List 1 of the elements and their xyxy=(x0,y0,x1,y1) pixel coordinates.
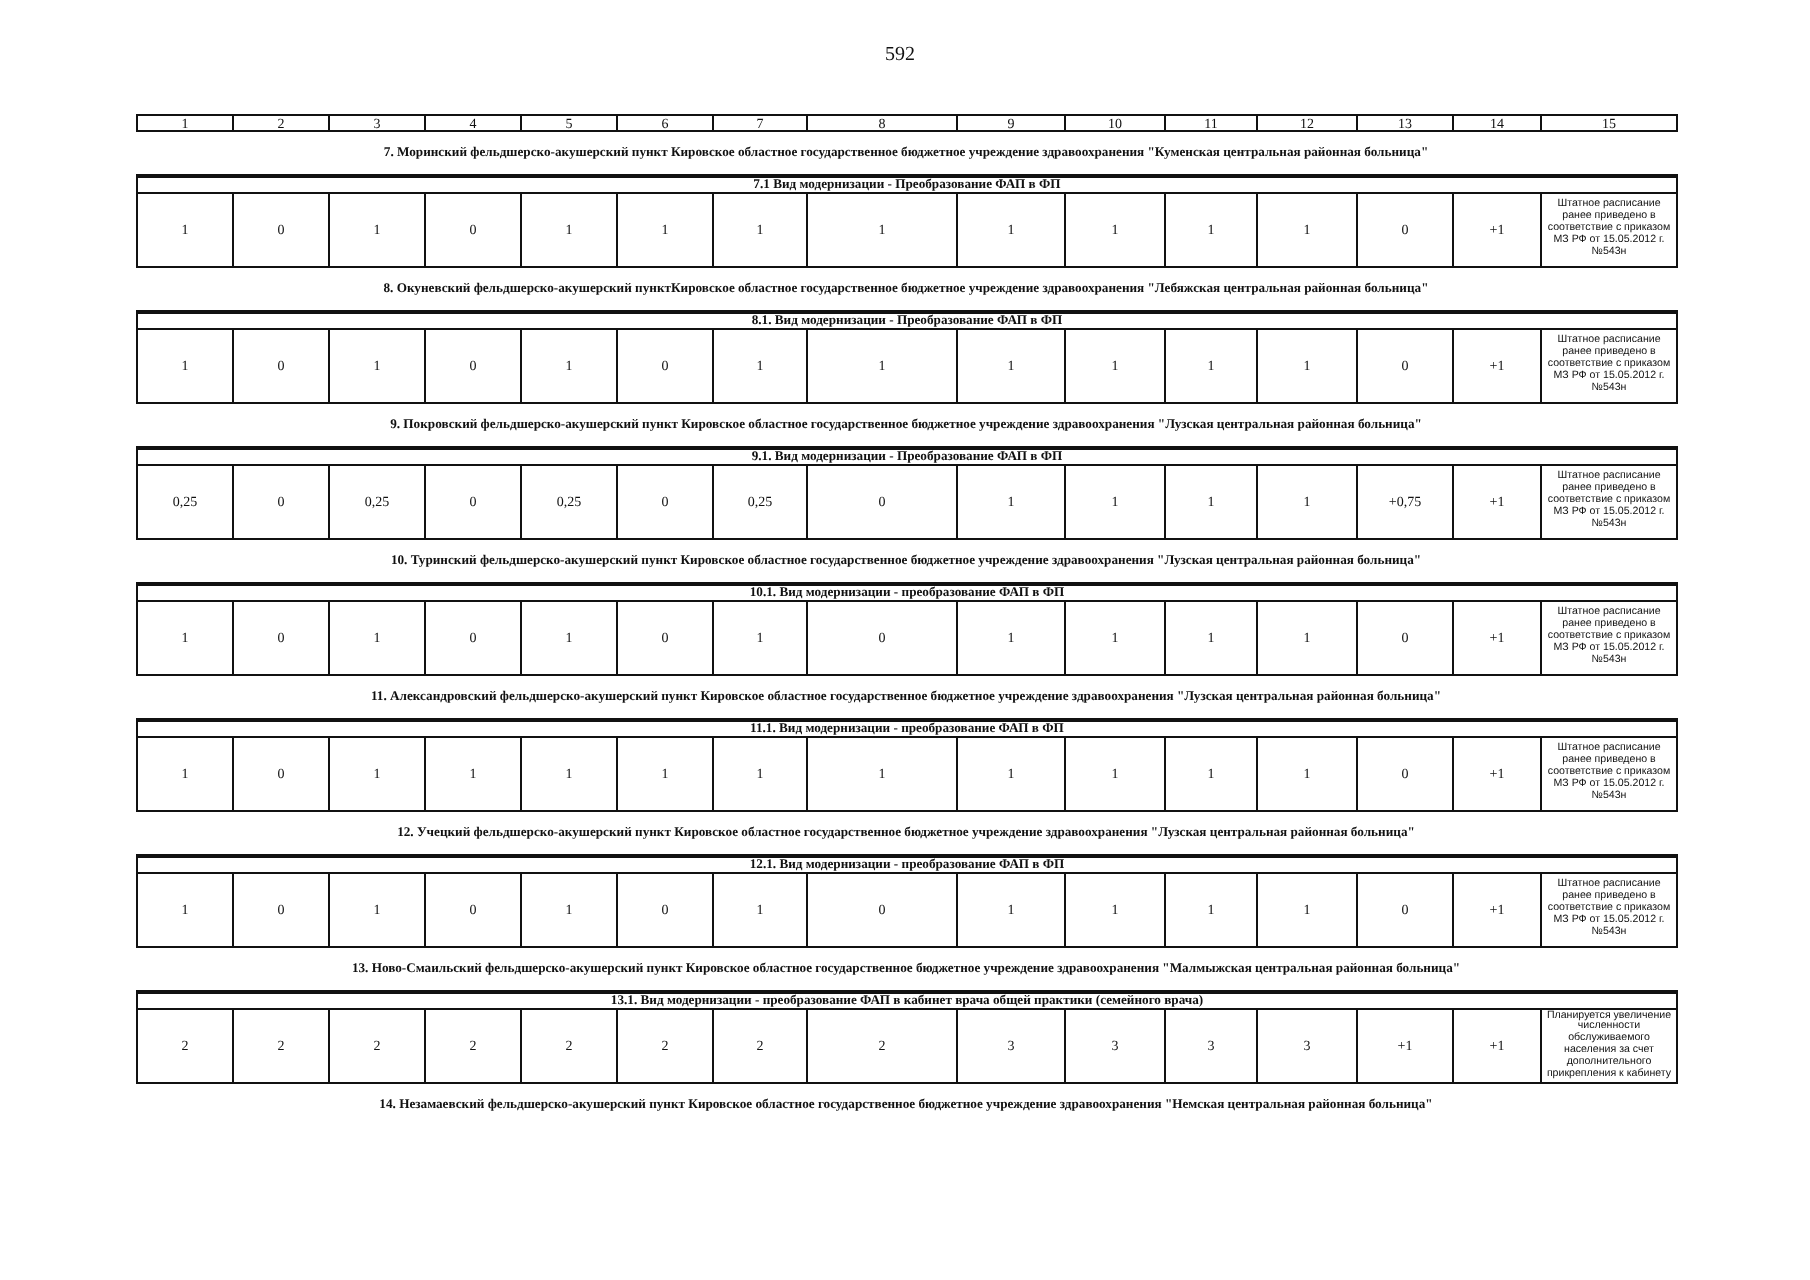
page-number: 592 xyxy=(883,41,917,68)
